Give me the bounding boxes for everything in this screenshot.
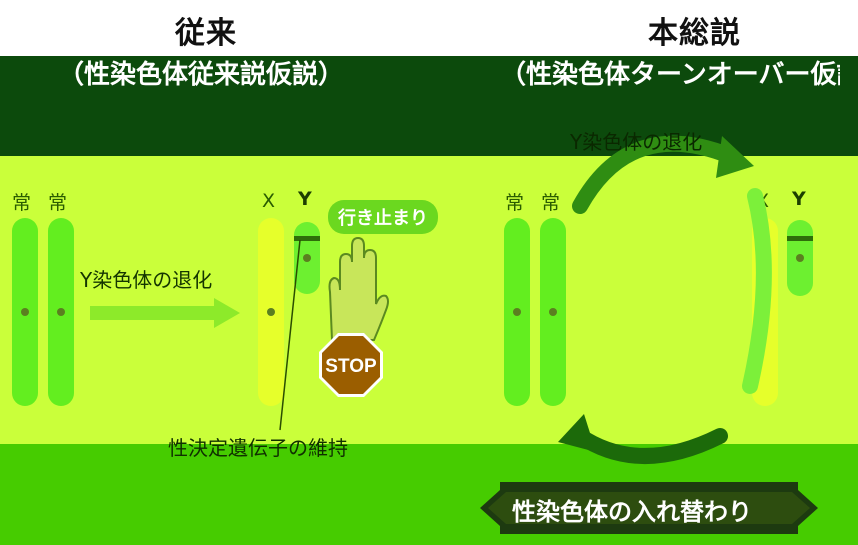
left-x-chromosome [258,218,284,406]
turnover-banner [480,482,818,534]
right-autosome-label-2: 常 [541,192,561,214]
right-title: 本総説 [648,16,741,51]
stop-sign-icon: STOP [319,333,383,397]
left-autosome-label-2: 常 [48,192,68,214]
sex-determining-gene-band [294,236,320,241]
left-caption: 性決定遺伝子の維持 [168,436,348,460]
stop-sign-text: STOP [325,356,377,377]
right-y-label: Y [792,188,806,210]
centromere [549,308,557,316]
left-subtitle: （性染色体従来説仮説） [58,60,345,90]
pointer-line [279,240,301,431]
right-autosome-1 [504,218,530,406]
cycle-arrow-icon [558,135,772,464]
centromere [267,308,275,316]
right-cycle-top-text: Y染色体の退化 [570,130,703,154]
top-dark-band [0,56,858,156]
right-arrow-icon [90,298,240,328]
stop-hand-icon [328,236,389,341]
left-x-label: X [262,190,276,212]
left-autosome-label-1: 常 [12,192,32,214]
sex-determining-gene-band [787,236,813,241]
left-arrow-text: Y染色体の退化 [80,268,213,292]
dead-end-badge: 行き止まり [328,200,438,234]
centromere [303,254,311,262]
turnover-banner-text: 性染色体の入れ替わり [512,498,752,526]
centromere [796,254,804,262]
left-autosome-1 [12,218,38,406]
centromere [57,308,65,316]
left-autosome-2 [48,218,74,406]
right-autosome-2 [540,218,566,406]
left-title: 従来 [175,16,237,51]
left-y-label: Y [298,188,312,210]
right-y-chromosome [787,220,813,296]
centromere [21,308,29,316]
right-autosome-label-1: 常 [505,192,525,214]
right-subtitle: （性染色体ターンオーバー仮説） [500,60,840,90]
centromere [513,308,521,316]
